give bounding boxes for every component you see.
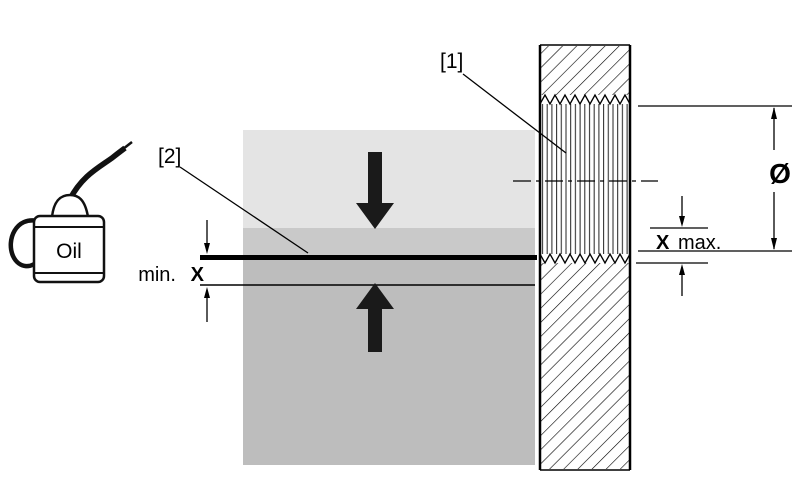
dim-max-label: max. — [678, 232, 721, 254]
clamping-blocks — [200, 130, 537, 465]
dim-diameter-top-arrowhead — [771, 107, 777, 119]
rod-bottom-hatch — [541, 263, 629, 469]
dim-min-lower-arrowhead — [204, 287, 210, 298]
threaded-rod — [513, 44, 658, 471]
dim-max-lower-arrowhead — [679, 264, 685, 275]
dim-min: min. X — [138, 220, 210, 322]
callout-2-label: [2] — [158, 145, 181, 168]
callout-1: [1] — [440, 50, 567, 154]
oil-can-cap — [50, 193, 90, 219]
oil-can-label: Oil — [56, 240, 82, 263]
reference-line — [200, 255, 537, 260]
oil-can-spout-tip — [122, 141, 133, 150]
oil-can-spout — [67, 145, 127, 201]
dim-max-symbol: X — [656, 232, 670, 254]
callout-1-label: [1] — [440, 50, 463, 73]
callout-1-leader — [462, 73, 567, 154]
dim-min-upper-arrowhead — [204, 243, 210, 254]
callout-2: [2] — [158, 145, 309, 254]
oil-can: Oil — [8, 141, 133, 284]
rod-top-hatch — [541, 46, 629, 95]
dim-max: X max. — [636, 196, 721, 296]
dim-min-label: min. — [138, 264, 176, 286]
dim-diameter: Ø — [638, 105, 792, 252]
oil-can-handle — [8, 218, 41, 269]
thread-bottom-edge — [539, 252, 631, 265]
dim-diameter-symbol: Ø — [769, 158, 791, 189]
upper-block — [243, 130, 535, 228]
callout-2-leader — [179, 166, 309, 254]
rod-thread-zone — [541, 104, 629, 254]
dim-max-upper-arrowhead — [679, 216, 685, 227]
oil-can-body — [32, 214, 106, 284]
press-down-arrow — [356, 152, 394, 229]
thread-top-edge — [539, 93, 631, 106]
dim-min-symbol: X — [191, 264, 205, 286]
dim-diameter-bottom-arrowhead — [771, 238, 777, 250]
lower-block — [243, 260, 535, 465]
middle-band — [243, 228, 535, 255]
press-up-arrow — [356, 283, 394, 352]
